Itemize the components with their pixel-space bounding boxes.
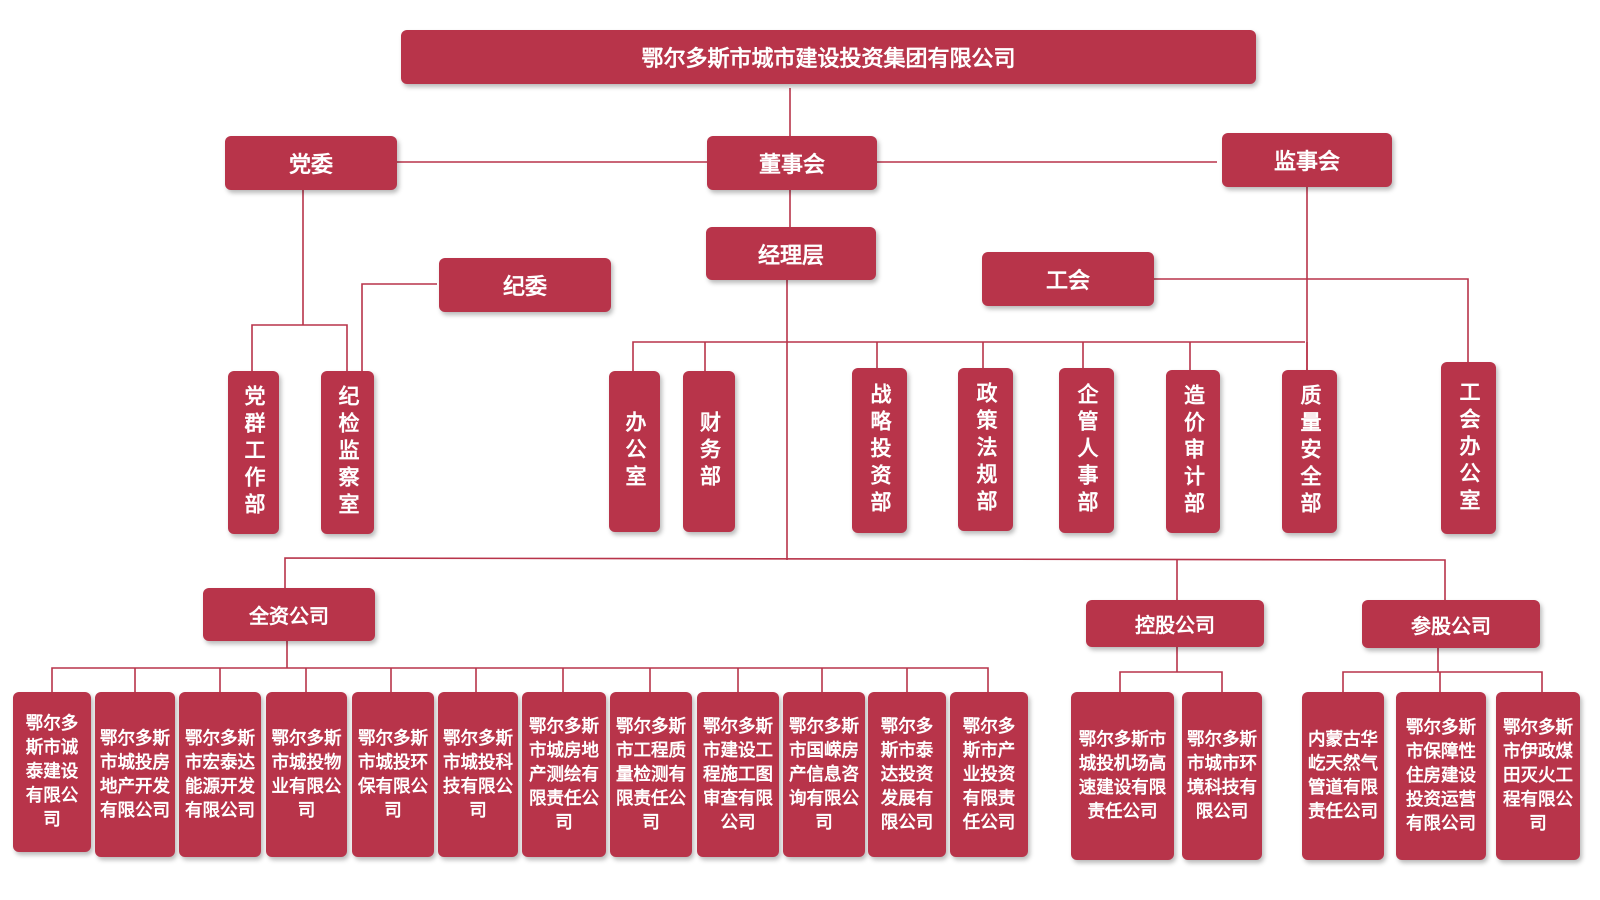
party-committee-box: 党委 [225, 136, 397, 190]
department-box: 造价审计部 [1166, 370, 1220, 533]
participating-company-box: 内蒙古华屹天然气管道有限责任公司 [1302, 692, 1384, 860]
subsidiary-box: 鄂尔多斯市产业投资有限责任公司 [950, 692, 1028, 857]
subsidiary-box: 鄂尔多斯市泰达投资发展有限公司 [868, 692, 946, 857]
subsidiary-box: 鄂尔多斯市工程质量检测有限责任公司 [610, 692, 692, 857]
subsidiary-box: 鄂尔多斯市城房地产测绘有限责任公司 [522, 692, 606, 857]
union-box: 工会 [982, 252, 1154, 306]
subsidiary-box: 鄂尔多斯市城投环保有限公司 [352, 692, 434, 857]
department-box: 质量安全部 [1282, 370, 1337, 533]
subsidiary-box: 鄂尔多斯市城投物业有限公司 [266, 692, 347, 857]
board-box: 董事会 [707, 136, 877, 190]
subsidiary-box: 鄂尔多斯市宏泰达能源开发有限公司 [179, 692, 261, 857]
department-box: 企管人事部 [1059, 368, 1114, 533]
subsidiary-box: 鄂尔多斯市诚泰建设有限公司 [13, 692, 91, 852]
management-box: 经理层 [706, 227, 876, 280]
subsidiary-box: 鄂尔多斯市城投房地产开发有限公司 [95, 692, 175, 857]
department-box: 政策法规部 [958, 368, 1013, 531]
group-company-box: 鄂尔多斯市城市建设投资集团有限公司 [401, 30, 1256, 84]
department-box: 工会办公室 [1441, 362, 1496, 534]
supervisory-board-box: 监事会 [1222, 133, 1392, 187]
department-box: 党群工作部 [228, 371, 279, 534]
holding-company-box: 鄂尔多斯市城投机场高速建设有限责任公司 [1071, 692, 1174, 860]
participating-company-box: 鄂尔多斯市伊政煤田灭火工程有限公司 [1496, 692, 1580, 860]
participating-company-box: 鄂尔多斯市保障性住房建设投资运营有限公司 [1396, 692, 1486, 860]
subsidiary-box: 鄂尔多斯市国嵘房产信息咨询有限公司 [783, 692, 865, 857]
holding-company-box: 鄂尔多斯市城市环境科技有限公司 [1182, 692, 1262, 860]
department-box: 战略投资部 [852, 368, 907, 533]
subsidiary-box: 鄂尔多斯市城投科技有限公司 [438, 692, 518, 857]
wholly-owned-header: 全资公司 [203, 588, 375, 641]
subsidiary-box: 鄂尔多斯市建设工程施工图审查有限公司 [697, 692, 779, 857]
department-box: 纪检监察室 [321, 371, 374, 534]
department-box: 办公室 [609, 371, 660, 532]
discipline-committee-box: 纪委 [439, 258, 611, 312]
holding-header: 控股公司 [1086, 600, 1264, 647]
department-box: 财务部 [683, 371, 735, 532]
participating-header: 参股公司 [1362, 600, 1540, 648]
